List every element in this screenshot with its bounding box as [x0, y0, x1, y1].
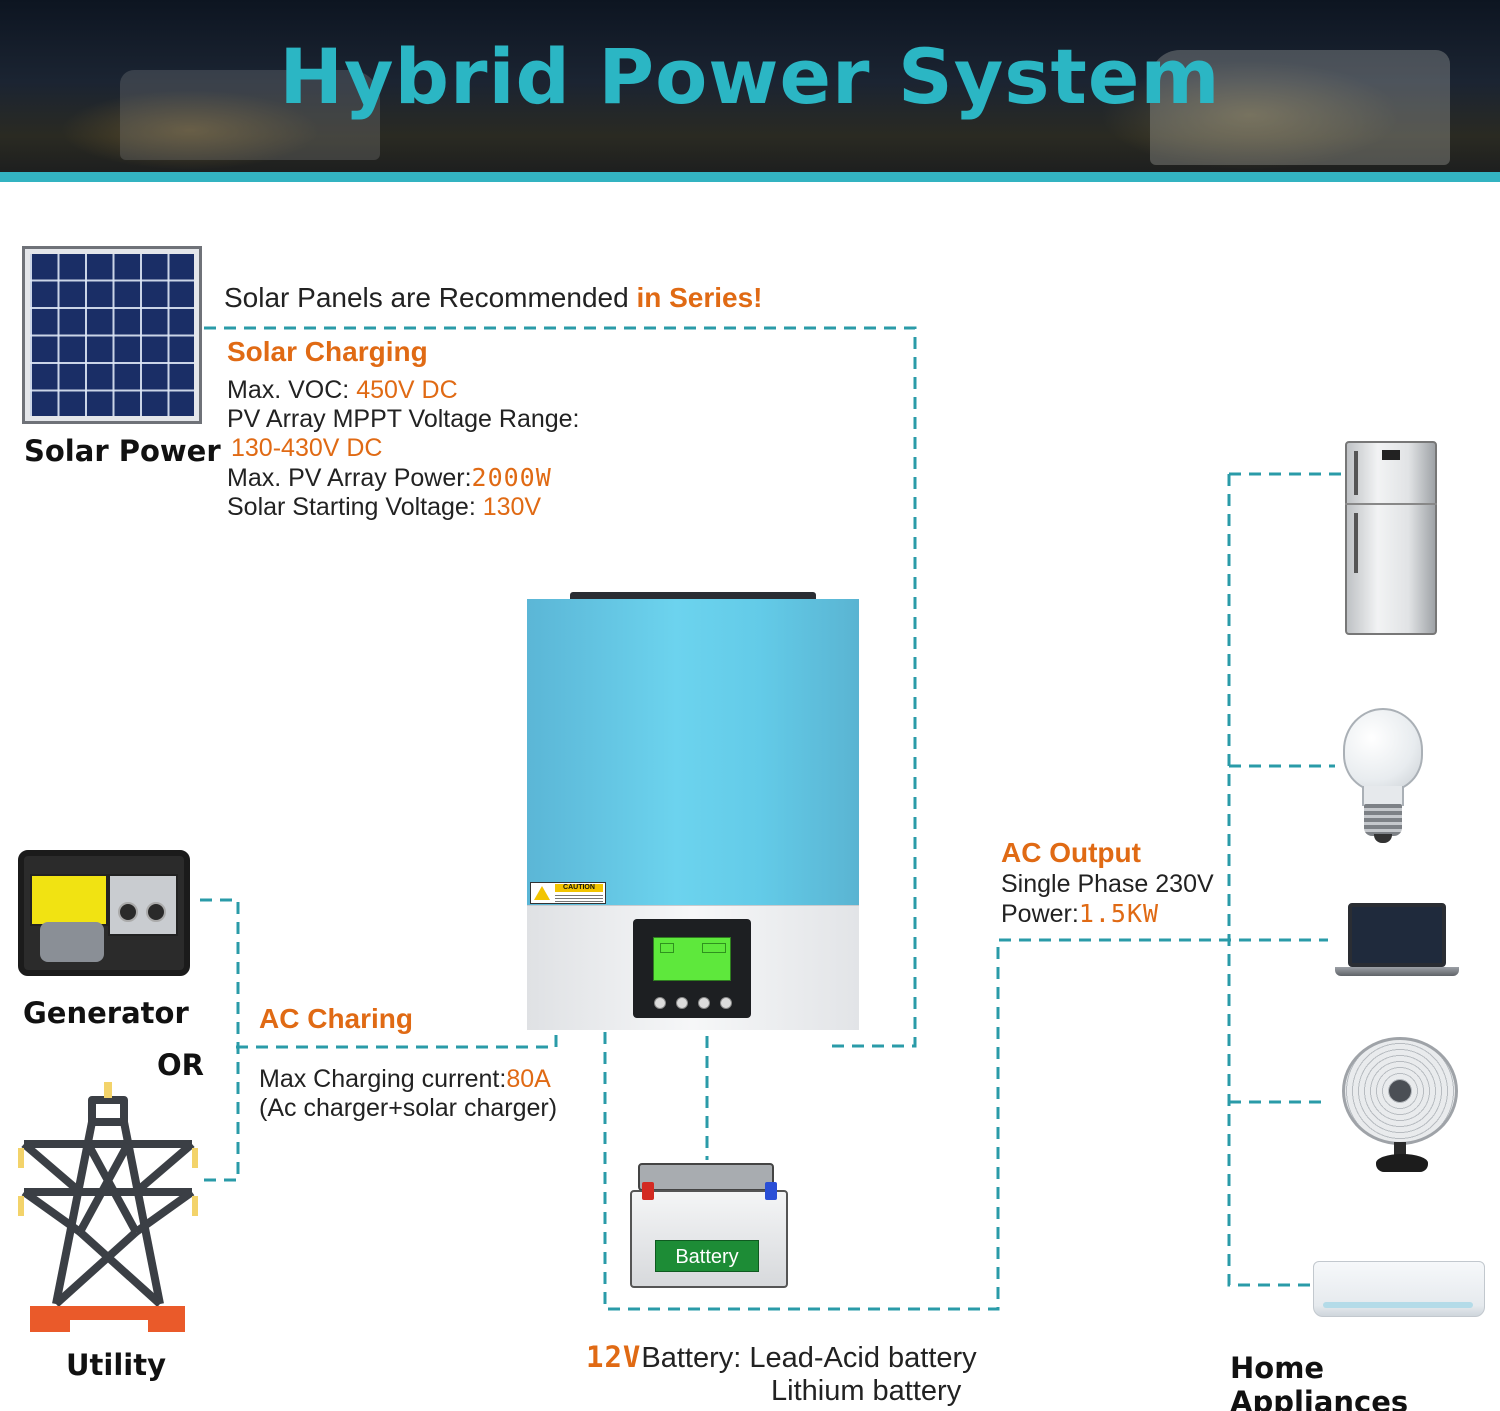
page-title: Hybrid Power System [279, 32, 1221, 121]
series-note-emphasis: in Series! [636, 282, 763, 313]
utility-label: Utility [66, 1348, 166, 1382]
charging-current-row: Max Charging current:80A [259, 1065, 557, 1094]
laptop-base [1335, 967, 1459, 976]
start-voltage-value: 130V [482, 493, 542, 521]
charging-current-label: Max Charging current: [259, 1065, 507, 1093]
positive-terminal-icon [642, 1182, 654, 1200]
header-light [60, 90, 320, 170]
solar-power-label: Solar Power [24, 434, 221, 468]
inverter-button [676, 997, 688, 1009]
fan-hub [1389, 1080, 1411, 1102]
solar-cells [30, 254, 194, 416]
caution-text: CAUTION [555, 884, 603, 892]
negative-terminal-icon [765, 1182, 777, 1200]
lcd-segment [702, 943, 726, 953]
ac-output-specs: Single Phase 230V Power:1.5KW [1001, 870, 1214, 929]
battery-type-2: Lithium battery [771, 1375, 962, 1407]
header-light [1100, 60, 1400, 170]
home-appliances-label: Home Appliances [1230, 1351, 1409, 1411]
voc-row: Max. VOC: 450V DC [227, 376, 580, 405]
or-label: OR [157, 1048, 204, 1082]
fan-base [1376, 1154, 1428, 1172]
inverter-button [654, 997, 666, 1009]
output-power-value: 1.5KW [1078, 899, 1160, 928]
caution-label: CAUTION [530, 882, 606, 904]
ac-charging-heading: AC Charing [259, 1003, 413, 1034]
solar-panel-image [22, 246, 202, 424]
voc-value: 450V DC [356, 376, 458, 404]
inverter-bracket [570, 592, 816, 602]
battery-voltage: 12V [586, 1340, 642, 1374]
lcd-display [653, 937, 731, 981]
light-bulb-base [1364, 804, 1402, 836]
air-conditioner-icon [1313, 1261, 1485, 1317]
battery-badge: Battery [655, 1240, 759, 1272]
refrigerator-handle [1354, 451, 1358, 495]
ac-charging-specs: Max Charging current:80A (Ac charger+sol… [259, 1065, 557, 1123]
socket-icon [146, 902, 166, 922]
caution-fine-print [555, 894, 603, 902]
battery-lid [638, 1163, 774, 1191]
light-bulb-tip [1374, 834, 1392, 843]
laptop-icon [1348, 903, 1446, 967]
light-bulb-icon [1343, 708, 1423, 792]
output-phase: Single Phase 230V [1001, 870, 1214, 898]
series-note-text: Solar Panels are Recommended [224, 282, 637, 313]
battery-image [630, 1190, 788, 1288]
utility-tower-icon [18, 1082, 198, 1307]
generator-line [200, 898, 240, 1182]
header-banner: Hybrid Power System [0, 0, 1500, 182]
output-power-row: Power:1.5KW [1001, 899, 1214, 929]
series-note: Solar Panels are Recommended in Series! [224, 282, 763, 314]
inverter-button [698, 997, 710, 1009]
start-voltage-label: Solar Starting Voltage: [227, 493, 483, 521]
header-stripe [0, 172, 1500, 182]
generator-control-panel [108, 874, 178, 936]
socket-icon [118, 902, 138, 922]
refrigerator-door-split [1345, 503, 1437, 505]
pv-power-label: Max. PV Array Power: [227, 464, 472, 492]
refrigerator-icon [1345, 441, 1437, 635]
output-power-label: Power: [1001, 900, 1079, 928]
lcd-segment [660, 943, 674, 953]
mppt-value: 130-430V DC [231, 434, 383, 462]
appliance-bus [1227, 472, 1343, 1287]
inverter-body [527, 599, 859, 905]
voc-label: Max. VOC: [227, 376, 357, 404]
rv-silhouette [1150, 50, 1450, 165]
warning-icon [534, 886, 550, 900]
start-row: Solar Starting Voltage: 130V [227, 493, 580, 522]
generator-label: Generator [23, 996, 189, 1030]
power-row: Max. PV Array Power:2000W [227, 463, 580, 493]
solar-specs: Max. VOC: 450V DC PV Array MPPT Voltage … [227, 376, 580, 522]
battery-type-1: Battery: Lead-Acid battery [641, 1342, 977, 1374]
pv-power-value: 2000W [471, 463, 552, 492]
ac-output-heading: AC Output [1001, 837, 1141, 868]
refrigerator-handle [1354, 513, 1358, 573]
air-conditioner-vent [1323, 1302, 1473, 1308]
inverter-button [720, 997, 732, 1009]
generator-tank [30, 874, 108, 926]
mppt-label: PV Array MPPT Voltage Range: [227, 405, 580, 433]
charging-current-value: 80A [506, 1065, 551, 1093]
battery-type-line1: 12VBattery: Lead-Acid battery [586, 1340, 977, 1375]
charging-note: (Ac charger+solar charger) [259, 1094, 558, 1122]
light-bulb-neck [1362, 786, 1404, 806]
refrigerator-display [1382, 450, 1400, 460]
generator-engine [40, 922, 104, 962]
rv-silhouette [120, 70, 380, 160]
tower-base-notch [70, 1320, 148, 1332]
solar-charging-heading: Solar Charging [227, 336, 428, 367]
